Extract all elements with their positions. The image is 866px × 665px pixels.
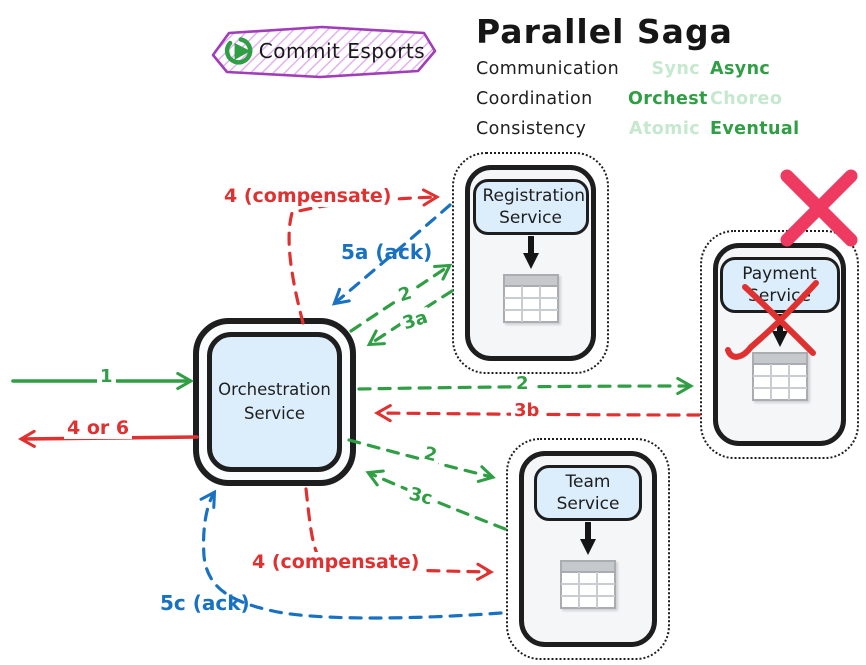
legend-option-atomic: Atomic [629, 119, 700, 139]
legend-row-consistency: Consistency Atomic Eventual [476, 119, 800, 149]
play-replay-icon [224, 37, 253, 65]
orchestration-service-label: Orchestration Service [207, 332, 342, 472]
edge-label-team-ack: 5c (ack) [160, 591, 250, 615]
edge-label-team-response: 3c [404, 484, 438, 511]
orchestration-service-node: Orchestration Service [193, 318, 356, 486]
down-arrow-icon [580, 522, 596, 556]
edge-label-finish: 4 or 6 [64, 418, 133, 439]
database-table-icon [502, 274, 559, 324]
edge-label-pay-request: 2 [513, 374, 532, 394]
down-arrow-icon [771, 314, 788, 348]
database-table-icon [560, 560, 616, 610]
page-title: Parallel Saga [476, 12, 733, 51]
team-service-body: Team Service [519, 451, 657, 647]
legend-option-choreo: Choreo [710, 89, 783, 109]
edge-label-pay-response: 3b [511, 401, 543, 421]
down-arrow-icon [522, 236, 539, 270]
legend-label: Consistency [476, 119, 587, 139]
registration-service-node: Registration Service [452, 152, 609, 374]
legend-option-orchest: Orchest [628, 89, 708, 109]
commit-esports-badge: Commit Esports [210, 22, 438, 80]
edge-label-team-request: 2 [418, 443, 442, 467]
edge-label-reg-ack: 5a (ack) [341, 240, 433, 264]
registration-service-body: Registration Service [465, 165, 596, 361]
legend-row-communication: Communication Sync Async [476, 59, 800, 89]
legend: Communication Sync Async Coordination Or… [476, 59, 800, 149]
badge-hexagon [211, 25, 437, 79]
payment-service-label: Payment Service [719, 257, 840, 314]
payment-service-body: Payment Service [713, 243, 846, 446]
payment-service-node: Payment Service [700, 230, 859, 459]
badge-label: Commit Esports [258, 39, 426, 63]
legend-option-sync: Sync [651, 59, 700, 79]
registration-service-label: Registration Service [472, 179, 589, 236]
team-service-node: Team Service [506, 438, 670, 660]
legend-option-async: Async [710, 59, 771, 79]
team-service-label: Team Service [534, 465, 642, 522]
edge-label-reg-response: 3a [397, 307, 433, 336]
edge-label-team-compensate: 4 (compensate) [249, 552, 423, 573]
edge-label-reg-request: 2 [393, 283, 418, 308]
database-table-icon [751, 352, 808, 402]
legend-option-eventual: Eventual [710, 119, 800, 139]
edge-team-response [365, 469, 507, 531]
edge-label-reg-compensate: 4 (compensate) [221, 186, 395, 207]
legend-label: Coordination [476, 89, 593, 109]
legend-label: Communication [476, 59, 620, 79]
edge-label-start: 1 [97, 367, 116, 387]
legend-row-coordination: Coordination Orchest Choreo [476, 89, 800, 119]
